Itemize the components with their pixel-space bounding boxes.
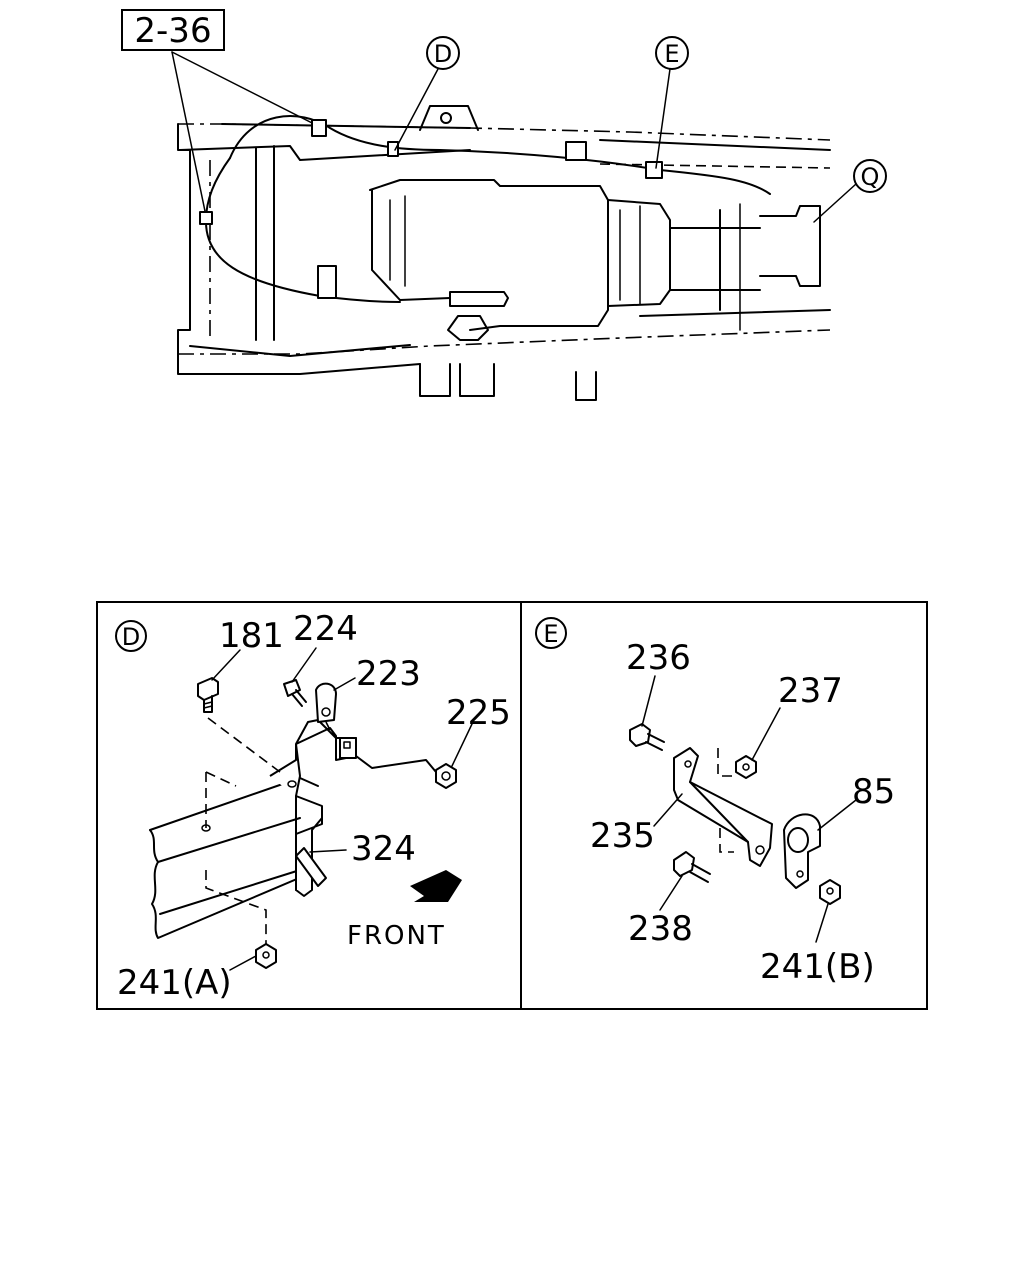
callout-d[interactable]: [426, 36, 460, 70]
part-85[interactable]: 85: [852, 772, 895, 812]
callout-d-label: D: [434, 40, 452, 68]
part-236[interactable]: 236: [626, 638, 691, 678]
part-225[interactable]: 225: [446, 693, 511, 733]
bolt-224-icon: [283, 679, 307, 707]
part-237[interactable]: 237: [778, 671, 843, 711]
panel-d-tag: [115, 620, 147, 652]
panel-d-tag-label: D: [122, 623, 140, 651]
nut-237-icon: [735, 755, 757, 779]
panel-d: D: [115, 609, 511, 1003]
bolt-236-icon: [629, 723, 665, 751]
part-241a[interactable]: 241(A): [117, 963, 232, 1003]
clamp-223-icon: [315, 682, 337, 723]
part-181[interactable]: 181: [219, 616, 284, 656]
nut-225-icon: [435, 763, 457, 789]
nut-241a-icon: [255, 943, 277, 969]
panel-e-tag: [535, 617, 567, 649]
callout-e[interactable]: [655, 36, 689, 70]
ref-box-label: 2-36: [134, 11, 211, 51]
callout-q[interactable]: [853, 159, 887, 193]
front-arrow-icon: [410, 870, 462, 902]
part-238[interactable]: 238: [628, 909, 693, 949]
bolt-181-icon: [197, 677, 219, 713]
part-241b[interactable]: 241(B): [760, 947, 875, 987]
part-235[interactable]: 235: [590, 816, 655, 856]
panel-e: E: [535, 617, 895, 987]
panel-e-tag-label: E: [543, 620, 558, 648]
callout-q-label: Q: [861, 163, 880, 191]
part-223[interactable]: 223: [356, 654, 421, 694]
part-324[interactable]: 324: [351, 829, 416, 869]
callout-e-label: E: [664, 40, 679, 68]
chassis-overview: 2-36: [121, 9, 887, 401]
nut-241b-icon: [819, 879, 841, 905]
front-label: FRONT: [347, 921, 446, 951]
detail-frame: [96, 601, 928, 1010]
part-224[interactable]: 224: [293, 609, 358, 649]
bolt-238-icon: [673, 851, 711, 883]
clamp-85-icon: [783, 813, 821, 889]
bracket-235-icon: [673, 747, 773, 867]
ref-box[interactable]: [121, 9, 225, 51]
